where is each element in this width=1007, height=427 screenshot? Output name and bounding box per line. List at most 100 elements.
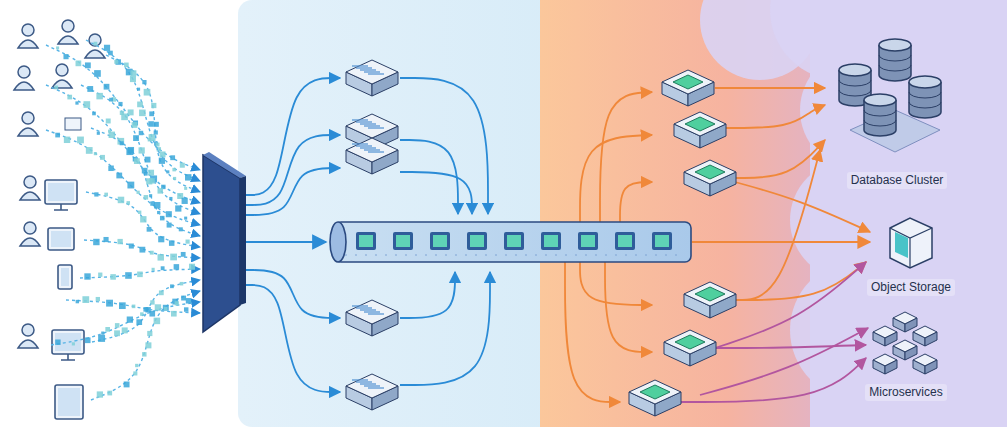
data-packet — [97, 132, 100, 135]
user-icon — [14, 66, 34, 90]
flow-arrow — [246, 270, 340, 318]
data-packet — [161, 266, 165, 270]
data-packet — [107, 391, 112, 396]
client-icons — [14, 20, 105, 419]
data-stream — [51, 302, 200, 345]
data-packet — [169, 197, 172, 200]
database-cylinder — [864, 94, 896, 136]
data-packet — [64, 137, 70, 143]
flow-arrow — [246, 78, 340, 195]
data-packet — [63, 54, 68, 59]
data-packet — [160, 216, 165, 221]
flow-arrow — [735, 182, 870, 232]
flow-arrow — [620, 182, 652, 222]
data-packet — [154, 130, 158, 134]
flow-arrow — [400, 272, 455, 318]
worker-server — [674, 112, 726, 148]
data-packet — [179, 227, 183, 231]
data-packet — [136, 319, 142, 325]
data-packet — [172, 299, 178, 305]
data-packet — [175, 301, 179, 305]
data-packet — [117, 239, 122, 244]
data-packet — [104, 193, 108, 197]
data-packet — [167, 223, 172, 228]
data-packet — [94, 152, 97, 155]
data-packet — [127, 182, 134, 189]
flow-arrow — [400, 78, 488, 214]
data-packet — [104, 45, 110, 51]
user-icon — [52, 64, 72, 88]
icon-label: Microservices — [865, 384, 946, 401]
user-icon — [18, 112, 38, 136]
flow-arrow — [246, 168, 340, 215]
data-packet — [139, 147, 145, 153]
worker-server — [684, 160, 736, 196]
data-packet — [149, 111, 154, 116]
data-packet — [158, 236, 164, 242]
data-packet — [124, 381, 130, 387]
data-packet — [143, 307, 148, 312]
data-packet — [147, 227, 152, 232]
queue-message — [652, 232, 672, 250]
data-packet — [170, 284, 174, 288]
monitor-icon — [45, 180, 77, 210]
data-packet — [140, 216, 146, 222]
data-packet — [158, 254, 164, 260]
ingest-server — [346, 374, 398, 410]
data-packet — [75, 101, 78, 104]
message-queue — [330, 222, 691, 262]
data-packet — [94, 192, 98, 196]
data-packet — [86, 147, 93, 154]
data-stream — [91, 291, 200, 400]
data-packet — [132, 305, 136, 309]
label-text: Object Storage — [871, 280, 951, 295]
data-packet — [67, 95, 72, 100]
queue-message — [615, 232, 635, 250]
data-packet — [184, 307, 188, 311]
user-icon — [85, 34, 105, 58]
flow-arrow — [715, 345, 866, 348]
data-packet — [147, 331, 152, 336]
data-packet — [108, 51, 113, 56]
data-packet — [146, 178, 152, 184]
data-packet — [114, 330, 120, 336]
data-packet — [186, 240, 190, 244]
data-stream — [106, 55, 200, 192]
data-packet — [134, 158, 140, 164]
data-packet — [160, 151, 166, 157]
flow-arrow — [715, 262, 866, 348]
data-stream — [86, 40, 200, 181]
flow-arrow — [735, 262, 866, 300]
data-packet — [166, 211, 172, 217]
flow-arrow — [246, 135, 340, 205]
data-packet — [174, 264, 179, 269]
ingest-server — [346, 300, 398, 336]
data-packet — [170, 254, 177, 261]
ingest-server — [346, 138, 398, 174]
data-packet — [92, 112, 96, 116]
worker-server — [664, 330, 716, 366]
data-packet — [182, 198, 188, 204]
user-icon — [18, 324, 38, 348]
data-packet — [108, 166, 114, 172]
data-packet — [151, 103, 156, 108]
data-packet — [166, 170, 169, 173]
object-storage-cube — [890, 218, 932, 268]
data-packet — [120, 141, 124, 145]
data-packet — [125, 272, 132, 279]
data-packet — [82, 296, 89, 303]
queue-message — [541, 232, 561, 250]
data-packet — [87, 86, 93, 92]
data-packet — [154, 122, 159, 127]
data-packet — [137, 272, 143, 278]
data-stream — [80, 269, 200, 278]
flow-arrow — [735, 150, 820, 300]
data-packet — [139, 247, 145, 253]
data-packet — [156, 143, 160, 147]
data-packet — [93, 42, 97, 46]
data-packet — [100, 155, 105, 160]
data-packet — [103, 237, 108, 242]
data-packet — [142, 352, 146, 356]
data-packet — [148, 121, 154, 127]
data-packet — [76, 300, 79, 303]
